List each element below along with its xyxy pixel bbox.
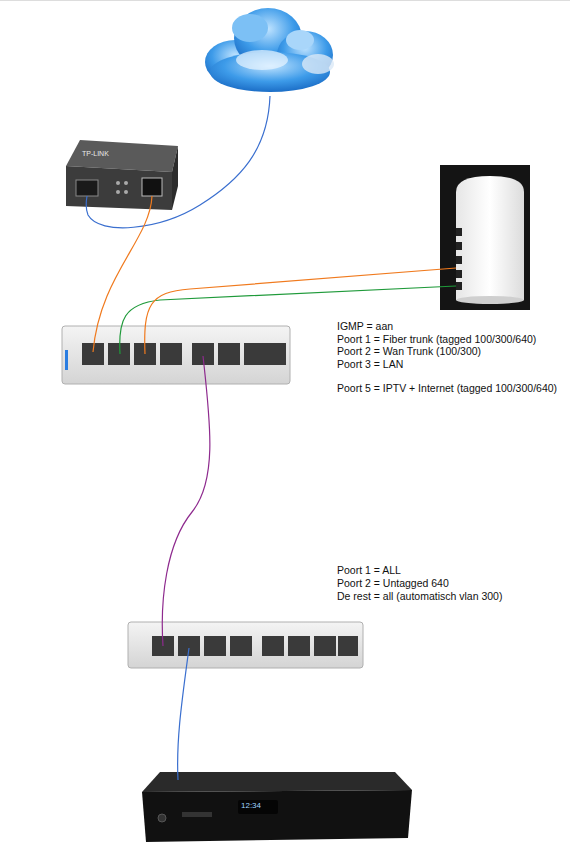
media-converter [66, 140, 178, 210]
wires [86, 96, 456, 780]
display-text: 12:34 [241, 801, 261, 810]
set-top-box [142, 772, 412, 842]
note-text: IGMP = aan [337, 320, 393, 332]
blue-wire [178, 648, 189, 780]
fiber-wire [86, 96, 270, 228]
note-text: Poort 2 = Wan Trunk (100/300) [337, 345, 481, 357]
purple-wire [162, 356, 210, 646]
router-device [440, 165, 530, 310]
orange-wire [93, 196, 152, 352]
note-text: Poort 5 = IPTV + Internet (tagged 100/30… [337, 382, 557, 394]
cloud-icon [205, 8, 334, 92]
brand-label: TP-LINK [82, 150, 109, 158]
note-text: Poort 1 = ALL [337, 564, 401, 576]
top-border [0, 0, 570, 1]
note-text: Poort 3 = LAN [337, 358, 403, 370]
note-text: De rest = all (automatisch vlan 300) [337, 590, 502, 602]
note-text: Poort 1 = Fiber trunk (tagged 100/300/64… [337, 333, 536, 345]
switch-1 [62, 326, 290, 384]
note-text: Poort 2 = Untagged 640 [337, 577, 449, 589]
